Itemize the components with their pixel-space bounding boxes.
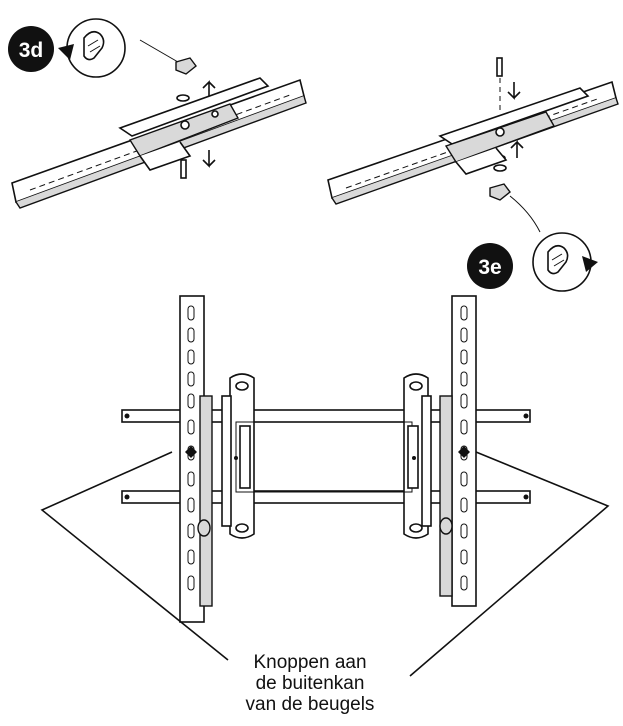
step-3e-label: 3e (478, 256, 501, 279)
knobs-caption: Knoppen aan de buitenkan van de beugels (180, 652, 440, 715)
step-3e-badge: 3e (467, 243, 513, 289)
turn-clockwise-icon (532, 232, 598, 292)
step-3d-label: 3d (19, 39, 44, 62)
knob (489, 183, 541, 233)
right-bracket (421, 295, 477, 607)
step-3e-illustration: 3e (327, 57, 619, 292)
rail-left (11, 77, 307, 209)
assembled-mount-illustration (40, 295, 610, 677)
rail-right (327, 80, 619, 205)
callout-lines (40, 451, 610, 677)
left-bracket (179, 295, 232, 623)
caption-line-3: van de beugels (245, 694, 375, 715)
knob (139, 39, 197, 75)
turn-counterclockwise-icon (58, 18, 126, 78)
step-3d-badge: 3d (8, 26, 54, 72)
wall-plate (229, 373, 429, 539)
step-3d-illustration: 3d (8, 18, 307, 209)
caption-line-1: Knoppen aan (253, 652, 367, 673)
caption-line-2: de buitenkan (255, 673, 365, 694)
